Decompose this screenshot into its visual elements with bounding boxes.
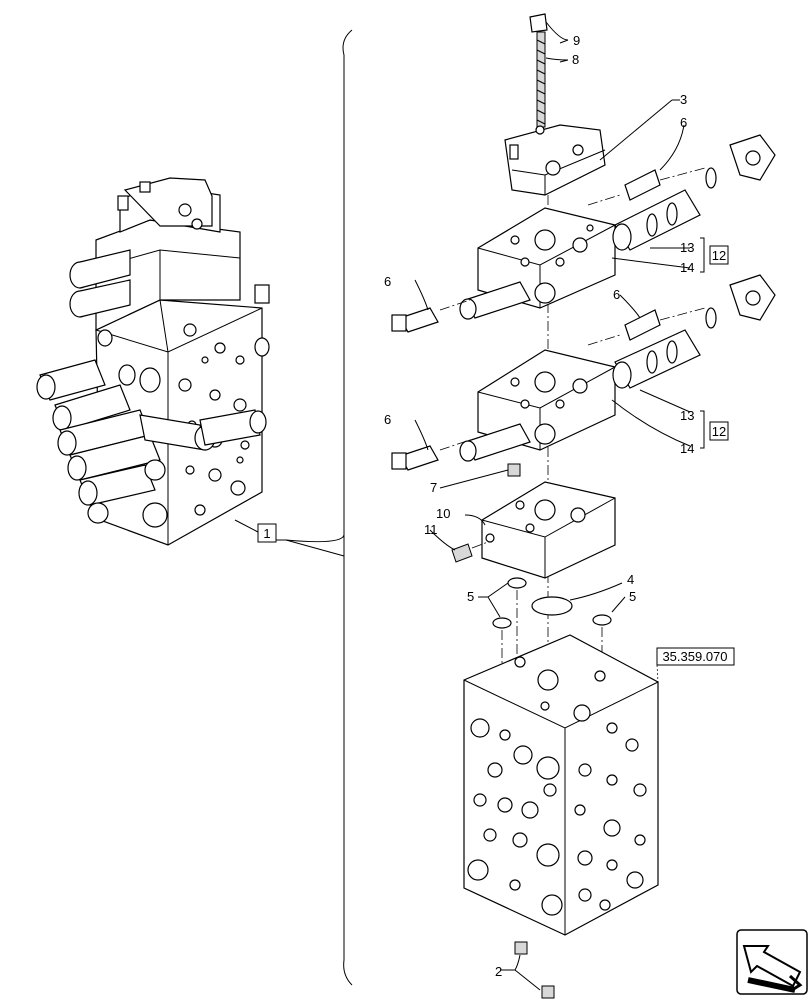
callout-10: 10 — [436, 506, 450, 521]
plugs-2 — [514, 941, 555, 999]
callout-12b: 12 — [712, 424, 726, 439]
callout-numbers: 9 8 3 6 6 13 14 12 6 6 13 14 12 7 10 11 … — [384, 33, 726, 979]
callout-12a: 12 — [712, 248, 726, 263]
callout-1: 1 — [257, 523, 277, 543]
callout-14b: 14 — [680, 441, 694, 456]
main-manifold-block — [463, 634, 659, 936]
bolt-9 — [529, 13, 548, 128]
callout-4: 4 — [627, 572, 634, 587]
callout-6b: 6 — [384, 274, 391, 289]
valve-section-upper — [391, 207, 616, 333]
callout-6c: 6 — [613, 287, 620, 302]
callout-8: 8 — [572, 52, 579, 67]
callout-6d: 6 — [384, 412, 391, 427]
arrow-pointer-icon[interactable] — [736, 929, 808, 995]
svg-text:35.359.070: 35.359.070 — [662, 649, 727, 664]
callout-14a: 14 — [680, 260, 694, 275]
group-bracket-12 — [700, 237, 729, 449]
valve-section-lower — [391, 349, 616, 471]
callout-5a: 5 — [467, 589, 474, 604]
spool-assembly-upper — [587, 134, 776, 251]
side-fittings — [36, 329, 267, 528]
reference-box: 35.359.070 — [656, 647, 735, 683]
group-bracket — [285, 29, 353, 986]
callout-9: 9 — [573, 33, 580, 48]
base-section-10 — [481, 481, 616, 579]
callout-leaders — [414, 39, 691, 991]
callout-7: 7 — [430, 480, 437, 495]
o-rings — [492, 577, 612, 629]
svg-text:1: 1 — [263, 526, 270, 541]
callout-13a: 13 — [680, 240, 694, 255]
cover-plate-3 — [504, 124, 606, 196]
callout-3: 3 — [680, 92, 687, 107]
callout-11: 11 — [424, 522, 438, 537]
callout-5b: 5 — [629, 589, 636, 604]
plug-7 — [507, 463, 521, 477]
callout-6a: 6 — [680, 115, 687, 130]
callout-13b: 13 — [680, 408, 694, 423]
plug-11 — [451, 541, 489, 563]
spool-assembly-lower — [587, 274, 776, 389]
callout-2: 2 — [495, 964, 502, 979]
valve-assembly — [36, 177, 270, 546]
